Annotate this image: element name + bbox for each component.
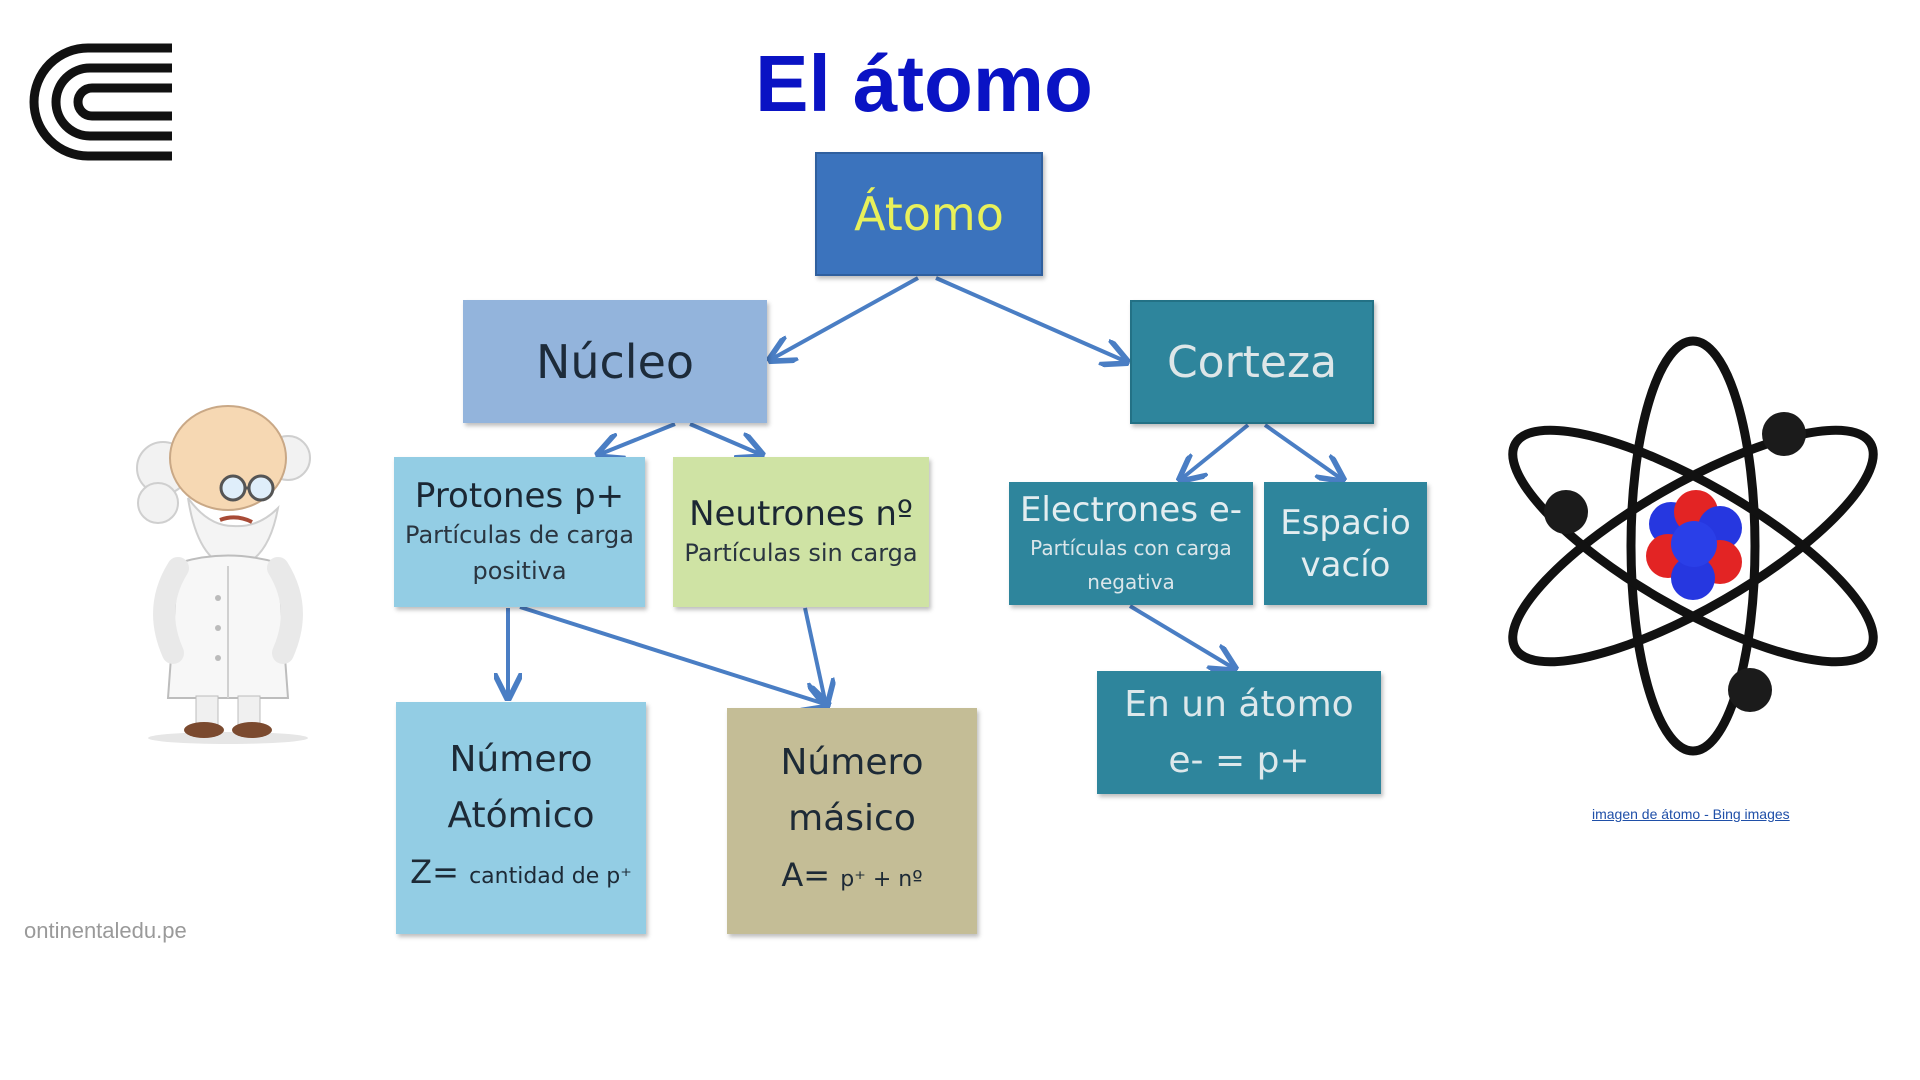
box-atomo: Átomo <box>815 152 1043 276</box>
scientist-cartoon-icon <box>136 405 311 744</box>
arrow-corteza-electrones <box>1180 423 1250 480</box>
arrow-atomo-corteza <box>935 276 1127 362</box>
electrones-sub-1: Partículas con carga <box>1030 535 1232 560</box>
espacio-line-1: Espacio <box>1280 502 1411 543</box>
box-atomo-label: Átomo <box>854 187 1004 241</box>
box-espacio-vacio: Espacio vacío <box>1264 482 1427 605</box>
image-source-link[interactable]: imagen de átomo - Bing images <box>1592 806 1790 822</box>
slide-title: El átomo <box>755 39 1093 128</box>
arrow-nucleo-protones <box>598 422 676 455</box>
box-corteza-label: Corteza <box>1166 336 1338 388</box>
neutrones-title: Neutrones nº <box>689 494 913 534</box>
formula-z-rest: cantidad de p⁺ <box>469 863 632 889</box>
box-nucleo-label: Núcleo <box>535 334 695 389</box>
numero-atomico-line-2: Atómico <box>447 794 595 836</box>
arrow-neutrones-masico <box>803 607 826 705</box>
formula-a-rest: p⁺ + nº <box>840 866 923 892</box>
box-neutrones: Neutrones nº Partículas sin carga <box>673 457 929 607</box>
electrones-sub-2: negativa <box>1087 569 1175 594</box>
arrow-electrones-enunatomo <box>1128 604 1235 669</box>
formula-a: A= <box>781 855 831 894</box>
box-corteza: Corteza <box>1130 300 1374 424</box>
box-en-un-atomo: En un átomo e- = p+ <box>1097 671 1381 794</box>
numero-masico-formula: A= p⁺ + nº <box>781 847 922 908</box>
espacio-line-2: vacío <box>1300 544 1391 585</box>
watermark-text: ontinentaledu.pe <box>24 918 187 943</box>
arrow-atomo-nucleo <box>770 276 919 360</box>
numero-masico-line-2: másico <box>788 797 916 839</box>
box-numero-atomico: Número Atómico Z= cantidad de p⁺ <box>396 702 646 934</box>
arrow-protones-masico <box>519 605 828 705</box>
protones-title: Protones p+ <box>414 476 625 516</box>
atom-model-icon <box>1508 336 1878 756</box>
numero-atomico-formula: Z= cantidad de p⁺ <box>410 844 632 905</box>
en-un-atomo-line-2: e- = p+ <box>1168 739 1310 781</box>
protones-sub-1: Partículas de carga <box>405 521 634 549</box>
en-un-atomo-line-1: En un átomo <box>1124 683 1354 725</box>
box-nucleo: Núcleo <box>463 300 767 423</box>
arrow-nucleo-neutrones <box>689 422 762 455</box>
neutrones-sub: Partículas sin carga <box>684 539 918 567</box>
box-electrones: Electrones e- Partículas con carga negat… <box>1009 482 1253 605</box>
box-numero-masico: Número másico A= p⁺ + nº <box>727 708 977 934</box>
formula-z: Z= <box>410 852 459 891</box>
arrow-corteza-espacio <box>1263 423 1343 480</box>
box-protones: Protones p+ Partículas de carga positiva <box>394 457 645 607</box>
electrones-title: Electrones e- <box>1019 489 1243 530</box>
continental-logo-icon <box>29 43 172 161</box>
numero-masico-line-1: Número <box>780 741 924 783</box>
protones-sub-2: positiva <box>472 557 567 585</box>
numero-atomico-line-1: Número <box>449 738 593 780</box>
